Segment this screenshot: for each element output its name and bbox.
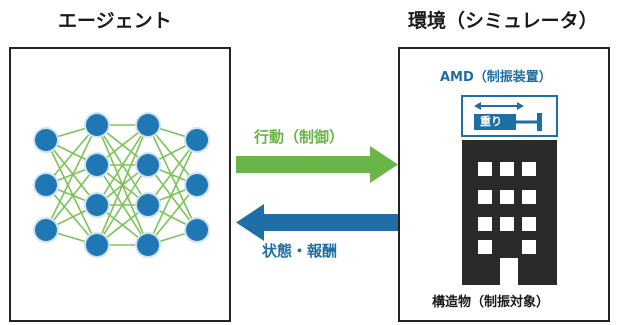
building-window [500, 217, 514, 231]
building-window [522, 162, 536, 176]
action-label: 行動（制御） [254, 128, 345, 146]
state-reward-arrow [236, 204, 398, 241]
amd-label: AMD（制振装置） [440, 70, 552, 85]
action-arrow-shaft [236, 156, 372, 173]
network-edge [96, 124, 149, 246]
network-edge [45, 184, 98, 246]
building-window [522, 217, 536, 231]
state-arrow-shaft [262, 214, 398, 231]
network-edge [45, 139, 98, 206]
agent-title: エージェント [58, 10, 172, 32]
network-node [35, 129, 57, 151]
building-window [478, 240, 492, 254]
state-reward-label: 状態・報酬 [262, 242, 338, 260]
network-node [137, 194, 159, 216]
network-edge [147, 139, 198, 246]
building-window [500, 190, 514, 204]
building-windows [478, 162, 536, 254]
building-window [500, 162, 514, 176]
network-node [86, 194, 108, 216]
action-arrow-head [370, 146, 398, 183]
state-arrow-head [236, 204, 264, 241]
network-node [35, 174, 57, 196]
network-edge [96, 164, 149, 246]
network-node [137, 154, 159, 176]
building-window [522, 240, 536, 254]
network-edge [96, 124, 149, 206]
network-node [186, 219, 208, 241]
network-node [186, 129, 208, 151]
network-edge [45, 124, 98, 231]
network-node [86, 234, 108, 256]
weight-block [474, 114, 516, 130]
amd-device-icon [461, 95, 558, 137]
network-edge [147, 164, 198, 231]
weight-stop [537, 113, 542, 131]
network-edge [147, 124, 198, 231]
double-arrow-right-head [517, 102, 524, 110]
double-arrow-left-head [474, 102, 481, 110]
network-node [186, 174, 208, 196]
network-node [86, 154, 108, 176]
network-edge [45, 139, 98, 246]
weight-label: 重り [480, 115, 502, 128]
building-window [522, 190, 536, 204]
network-edge [45, 164, 98, 231]
neural-network-icon [33, 112, 210, 258]
building-label: 構造物（制振対象） [432, 295, 550, 310]
building-window [478, 162, 492, 176]
network-edge [45, 124, 98, 186]
building-window [478, 217, 492, 231]
environment-title: 環境（シミュレータ） [408, 10, 598, 32]
building-door [500, 258, 518, 285]
network-node [35, 219, 57, 241]
action-arrow [236, 146, 398, 183]
network-node [137, 234, 159, 256]
building-window [478, 190, 492, 204]
network-node [86, 114, 108, 136]
building-icon [462, 140, 557, 285]
network-node [137, 114, 159, 136]
network-edge [147, 139, 198, 206]
